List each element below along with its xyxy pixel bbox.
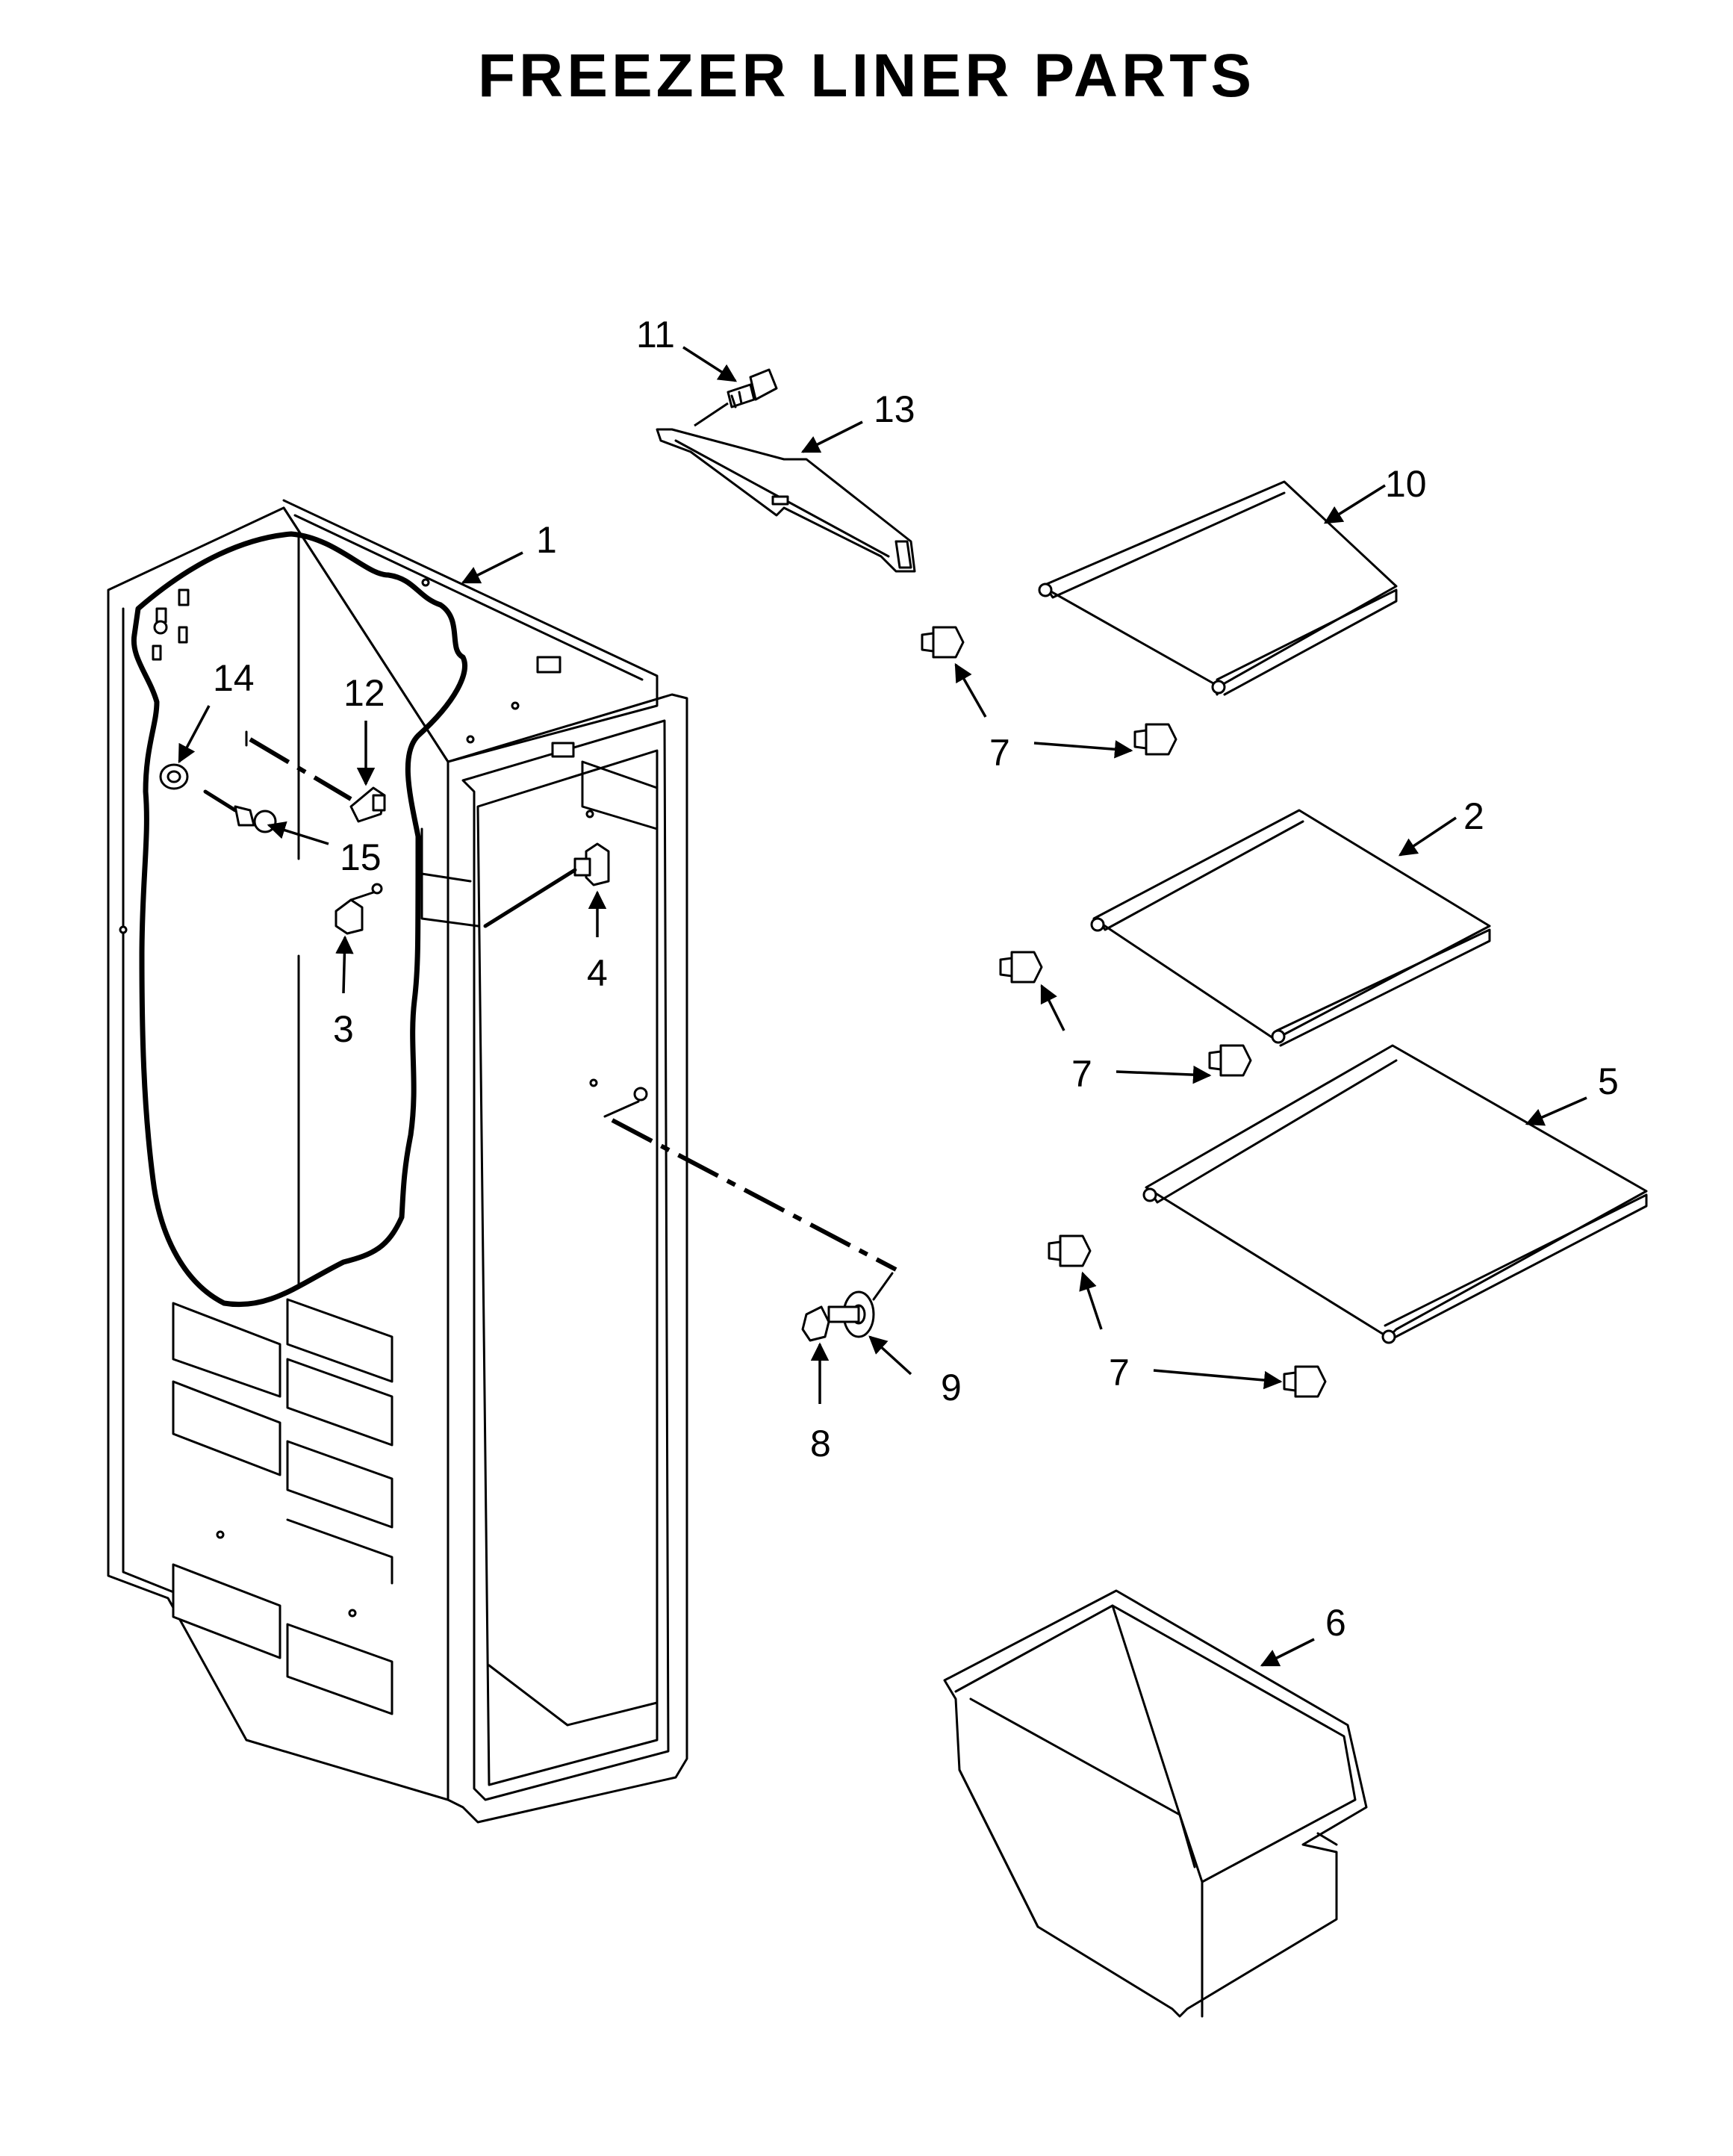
part-3-damper — [335, 883, 383, 935]
part-8-bolt — [801, 1305, 830, 1342]
callout-8: 8 — [810, 1423, 831, 1464]
callout-2: 2 — [1463, 795, 1484, 837]
freezer-liner-part-1 — [107, 499, 688, 1824]
callout-labels: 1 2 3 4 5 6 7 7 7 7 7 7 8 9 10 11 12 13 … — [213, 314, 1619, 1644]
callout-14: 14 — [213, 657, 255, 699]
callout-1: 1 — [536, 519, 557, 561]
callout-5: 5 — [1598, 1060, 1619, 1102]
shelf-support-group — [921, 626, 1327, 1398]
callout-10: 10 — [1385, 463, 1427, 505]
callout-3: 3 — [333, 1008, 354, 1050]
callout-7a: 7 — [989, 732, 1010, 774]
part-4-switch — [483, 842, 610, 928]
shelf-part-10 — [1038, 480, 1398, 696]
part-14-fastener — [159, 763, 189, 790]
callout-4: 4 — [587, 952, 608, 994]
callout-13: 13 — [874, 388, 915, 430]
part-9-wheel — [827, 1290, 875, 1338]
callout-7b: 7 — [1071, 1053, 1092, 1095]
callout-11: 11 — [636, 314, 675, 355]
shelf-part-2 — [1090, 809, 1491, 1047]
alignment-line-8-9 — [603, 1087, 897, 1301]
bin-part-6 — [943, 1589, 1368, 2018]
part-12-clip — [245, 730, 386, 823]
page-title: FREEZER LINER PARTS — [477, 42, 1256, 110]
shelf-part-5 — [1142, 1044, 1648, 1344]
bracket-part-13 — [656, 428, 916, 573]
leader-lines — [178, 346, 1587, 1667]
callout-15: 15 — [340, 836, 382, 878]
callout-9: 9 — [941, 1367, 962, 1408]
callout-7c: 7 — [1109, 1352, 1130, 1394]
screw-part-11 — [694, 368, 778, 427]
part-15-pin — [203, 789, 277, 833]
callout-6: 6 — [1325, 1602, 1346, 1644]
callout-12: 12 — [343, 672, 385, 714]
